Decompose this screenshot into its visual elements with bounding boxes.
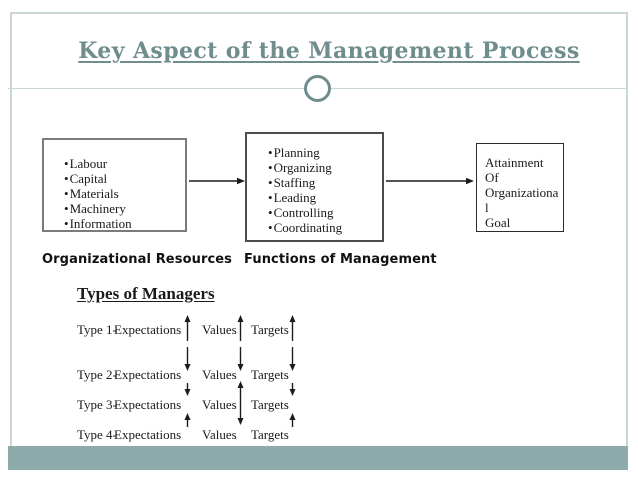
targets-cell: Targets (251, 397, 289, 412)
types-of-managers-heading: Types of Managers (77, 284, 215, 303)
ring-decoration-icon (304, 75, 331, 102)
list-item: Controlling (268, 205, 382, 220)
expectations-cell: Expectations (114, 427, 182, 442)
type-row-2: Type 2- Expectations Values Targets (0, 367, 638, 383)
arrow-resources-to-functions (189, 177, 245, 185)
resources-box: Labour Capital Materials Machinery Infor… (42, 138, 187, 232)
frame-top-line (10, 12, 628, 14)
values-cell: Values (202, 427, 237, 442)
list-item: Information (64, 216, 185, 231)
type-row-4: Type 4- Expectations Values Targets (0, 427, 638, 443)
type-label: Type 1- (77, 322, 117, 337)
slide-title: Key Aspect of the Management Process (78, 38, 580, 64)
goal-box: Attainment Of Organizationa l Goal (476, 143, 564, 232)
list-item: Capital (64, 171, 185, 186)
goal-line: Goal (485, 215, 511, 230)
type-row-1: Type 1- Expectations Values Targets (0, 322, 638, 338)
list-item: Coordinating (268, 220, 382, 235)
list-item: Organizing (268, 160, 382, 175)
goal-line: Organizationa (485, 185, 559, 200)
goal-line: Attainment (485, 155, 544, 170)
goal-line: l (485, 200, 489, 215)
frame-left-line (10, 12, 12, 446)
goal-line: Of (485, 170, 499, 185)
functions-box: Planning Organizing Staffing Leading Con… (245, 132, 384, 242)
expectations-cell: Expectations (114, 322, 182, 337)
functions-list: Planning Organizing Staffing Leading Con… (268, 145, 382, 235)
arrow-functions-to-goal (386, 177, 474, 185)
values-cell: Values (202, 322, 237, 337)
type-label: Type 3- (77, 397, 117, 412)
list-item: Labour (64, 156, 185, 171)
arrows-type3-type4 (184, 413, 296, 427)
bottom-accent-bar (8, 446, 628, 470)
list-item: Machinery (64, 201, 185, 216)
resources-label: Organizational Resources (42, 252, 233, 267)
frame-right-line (626, 12, 628, 446)
targets-cell: Targets (251, 322, 289, 337)
list-item: Materials (64, 186, 185, 201)
type-row-3: Type 3- Expectations Values Targets (0, 397, 638, 413)
arrows-type2-type3 (184, 383, 296, 396)
functions-label: Functions of Management (244, 252, 437, 267)
list-item: Staffing (268, 175, 382, 190)
values-cell: Values (202, 397, 237, 412)
type-label: Type 4- (77, 427, 117, 442)
list-item: Leading (268, 190, 382, 205)
resources-list: Labour Capital Materials Machinery Infor… (64, 156, 185, 231)
values-cell: Values (202, 367, 237, 382)
list-item: Planning (268, 145, 382, 160)
expectations-cell: Expectations (114, 367, 182, 382)
targets-cell: Targets (251, 427, 289, 442)
expectations-cell: Expectations (114, 397, 182, 412)
type-label: Type 2- (77, 367, 117, 382)
targets-cell: Targets (251, 367, 289, 382)
